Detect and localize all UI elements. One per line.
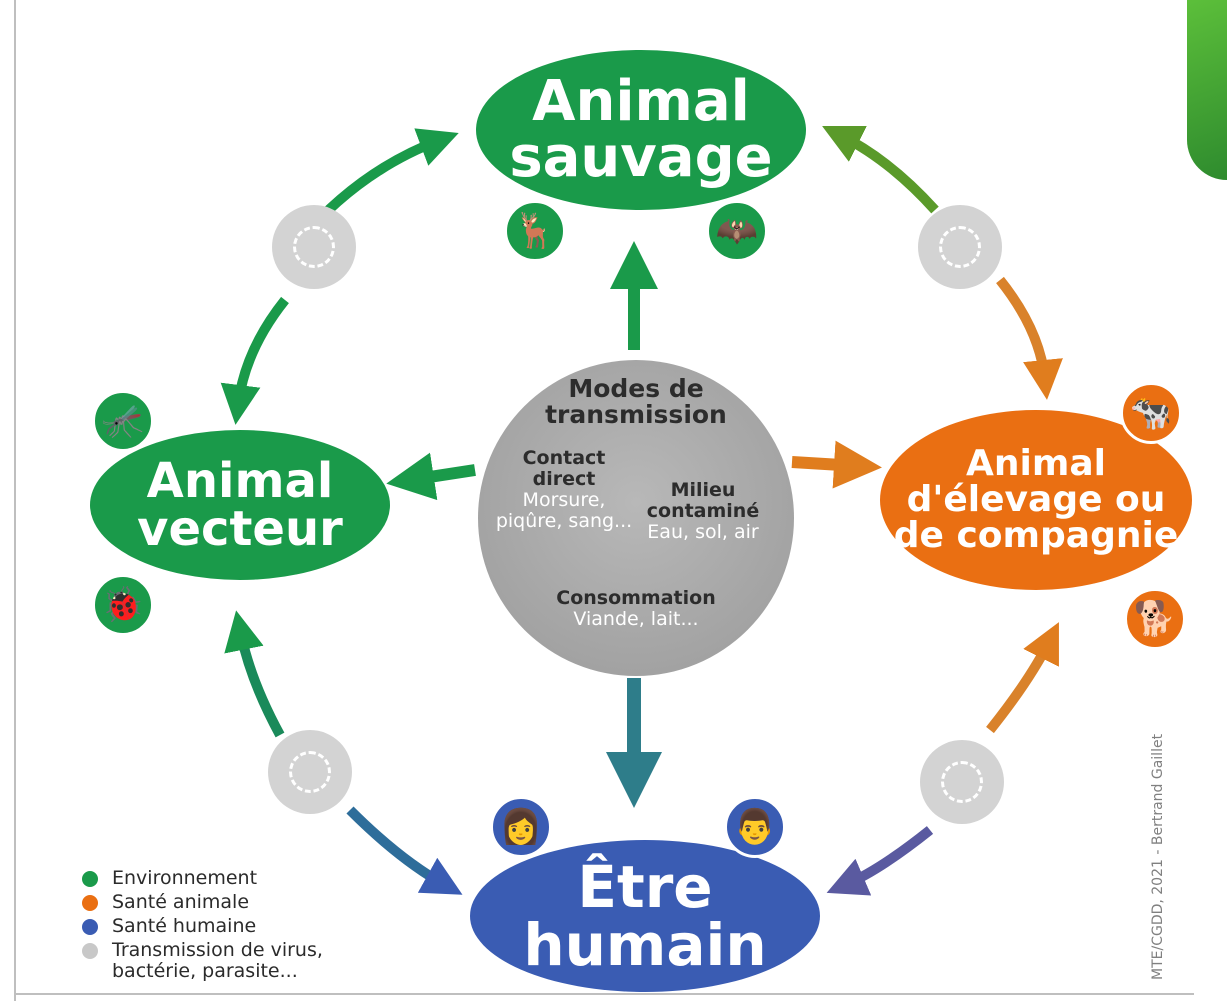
direct-contact-block: Contact direct Morsure, piqûre, sang... xyxy=(494,448,634,532)
node-vector-animal-line1: Animal xyxy=(146,453,334,509)
arrow-center-to-vector xyxy=(386,452,476,501)
arrow-wild-to-vector xyxy=(220,296,289,425)
consumption-head: Consommation xyxy=(556,587,716,609)
contaminated-environment-block: Milieu contaminé Eau, sol, air xyxy=(628,480,778,543)
legend-swatch xyxy=(82,871,98,887)
legend-swatch xyxy=(82,942,98,959)
contaminated-environment-desc: Eau, sol, air xyxy=(647,520,759,543)
contaminated-environment-head: Milieu contaminé xyxy=(646,479,760,522)
direct-contact-head: Contact direct xyxy=(522,447,606,490)
node-farm-animal-line3: de compagnie xyxy=(893,515,1179,556)
arrow-center-to-farm xyxy=(791,440,882,489)
man-icon: 👨 xyxy=(724,796,786,858)
deer-icon: 🦌 xyxy=(504,200,566,262)
node-wild-animal: Animal sauvage xyxy=(476,50,806,210)
arrow-vector-to-human xyxy=(346,806,463,895)
node-human: Être humain xyxy=(470,840,820,992)
node-wild-animal-line1: Animal xyxy=(532,69,750,134)
arrow-farm-to-wild xyxy=(822,126,939,214)
node-farm-animal: Animal d'élevage ou de compagnie xyxy=(880,410,1192,590)
legend-item: Environnement xyxy=(82,868,362,889)
node-vector-animal-line2: vecteur xyxy=(137,501,343,557)
legend-label: Santé humaine xyxy=(112,914,257,937)
microbe-icon xyxy=(272,205,356,289)
node-vector-animal: Animal vecteur xyxy=(90,430,390,580)
leaf-decoration xyxy=(1187,0,1227,180)
consumption-block: Consommation Viande, lait... xyxy=(518,588,754,630)
node-farm-animal-line2: d'élevage ou xyxy=(906,479,1166,520)
dog-icon: 🐕 xyxy=(1124,588,1186,650)
legend-swatch xyxy=(82,894,98,911)
direct-contact-desc: Morsure, piqûre, sang... xyxy=(495,488,633,532)
arrow-farm-to-human xyxy=(826,826,934,896)
microbe-icon xyxy=(918,205,1002,289)
arrow-human-to-vector xyxy=(224,610,285,738)
transmission-modes-circle: Modes de transmission Contact direct Mor… xyxy=(478,360,794,676)
credit-text: MTE/CGDD, 2021 - Bertrand Gaillet xyxy=(1150,733,1166,980)
arrow-human-to-farm xyxy=(986,622,1059,734)
legend-swatch xyxy=(82,918,98,935)
node-human-line1: Être xyxy=(577,853,713,921)
consumption-desc: Viande, lait... xyxy=(573,607,699,630)
frame-left-border xyxy=(14,0,16,1001)
cow-icon: 🐄 xyxy=(1120,382,1182,444)
microbe-icon xyxy=(920,740,1004,824)
legend-label: Environnement xyxy=(112,867,258,889)
legend-item: Santé animale xyxy=(82,890,362,913)
legend: Environnement Santé animale Santé humain… xyxy=(82,868,362,984)
mosquito-icon: 🦟 xyxy=(92,390,154,452)
tick-icon: 🐞 xyxy=(92,574,154,636)
node-human-line2: humain xyxy=(523,911,767,979)
microbe-icon xyxy=(268,730,352,814)
node-farm-animal-line1: Animal xyxy=(966,443,1106,484)
woman-icon: 👩 xyxy=(490,796,552,858)
arrow-wild-to-farm xyxy=(996,276,1063,400)
frame-bottom-border xyxy=(14,993,1194,995)
legend-label: Transmission de virus, bactérie, parasit… xyxy=(112,938,323,982)
legend-label: Santé animale xyxy=(112,890,250,913)
node-wild-animal-line2: sauvage xyxy=(509,125,773,190)
bat-icon: 🦇 xyxy=(706,200,768,262)
center-title: Modes de transmission xyxy=(545,374,727,430)
legend-item: Santé humaine xyxy=(82,914,362,937)
legend-item: Transmission de virus, bactérie, parasit… xyxy=(82,938,362,982)
